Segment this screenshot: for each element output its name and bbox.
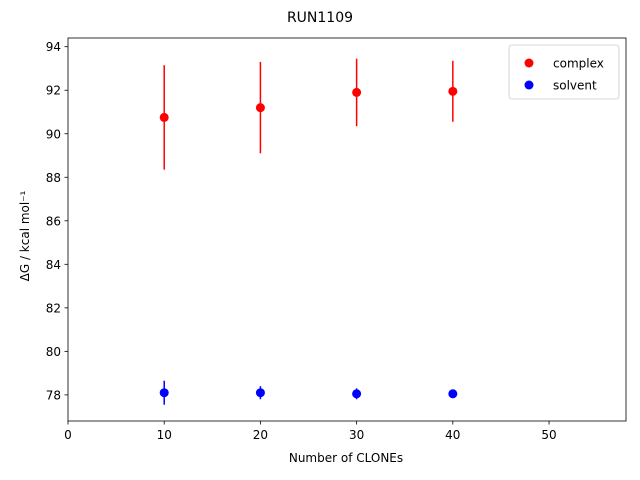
legend-marker-solvent — [524, 80, 534, 90]
y-tick-label: 80 — [46, 345, 61, 359]
y-tick-label: 88 — [46, 171, 61, 185]
y-axis-title: ΔG / kcal mol⁻¹ — [18, 190, 32, 281]
y-tick-label: 78 — [46, 388, 61, 402]
x-tick-label: 50 — [541, 428, 556, 442]
x-tick-label: 20 — [253, 428, 268, 442]
x-axis-title: Number of CLONEs — [289, 451, 403, 465]
y-tick-label: 92 — [46, 84, 61, 98]
data-point-complex — [255, 103, 265, 113]
legend-label-solvent: solvent — [553, 79, 597, 93]
data-point-solvent — [255, 388, 265, 398]
y-tick-label: 84 — [46, 258, 61, 272]
data-point-solvent — [159, 388, 169, 398]
plot-area — [159, 58, 458, 405]
y-tick-label: 82 — [46, 301, 61, 315]
legend-label-complex: complex — [553, 57, 604, 71]
y-tick-label: 90 — [46, 127, 61, 141]
x-tick-label: 0 — [64, 428, 72, 442]
data-point-complex — [448, 86, 458, 96]
y-tick-label: 86 — [46, 214, 61, 228]
data-point-solvent — [448, 389, 458, 399]
x-tick-label: 40 — [445, 428, 460, 442]
legend-box — [508, 44, 620, 100]
axes: 0 10 20 30 40 50 78 80 82 84 86 88 90 92 94 — [46, 37, 627, 442]
x-tick-label: 10 — [157, 428, 172, 442]
x-tick-label: 30 — [349, 428, 364, 442]
y-tick-label: 94 — [46, 40, 61, 54]
data-point-solvent — [352, 389, 362, 399]
chart-title: RUN1109 — [287, 10, 353, 26]
legend: complex solvent — [508, 44, 620, 100]
data-point-complex — [159, 112, 169, 122]
data-point-complex — [352, 87, 362, 97]
legend-marker-complex — [524, 58, 534, 68]
plot-frame — [67, 37, 627, 422]
